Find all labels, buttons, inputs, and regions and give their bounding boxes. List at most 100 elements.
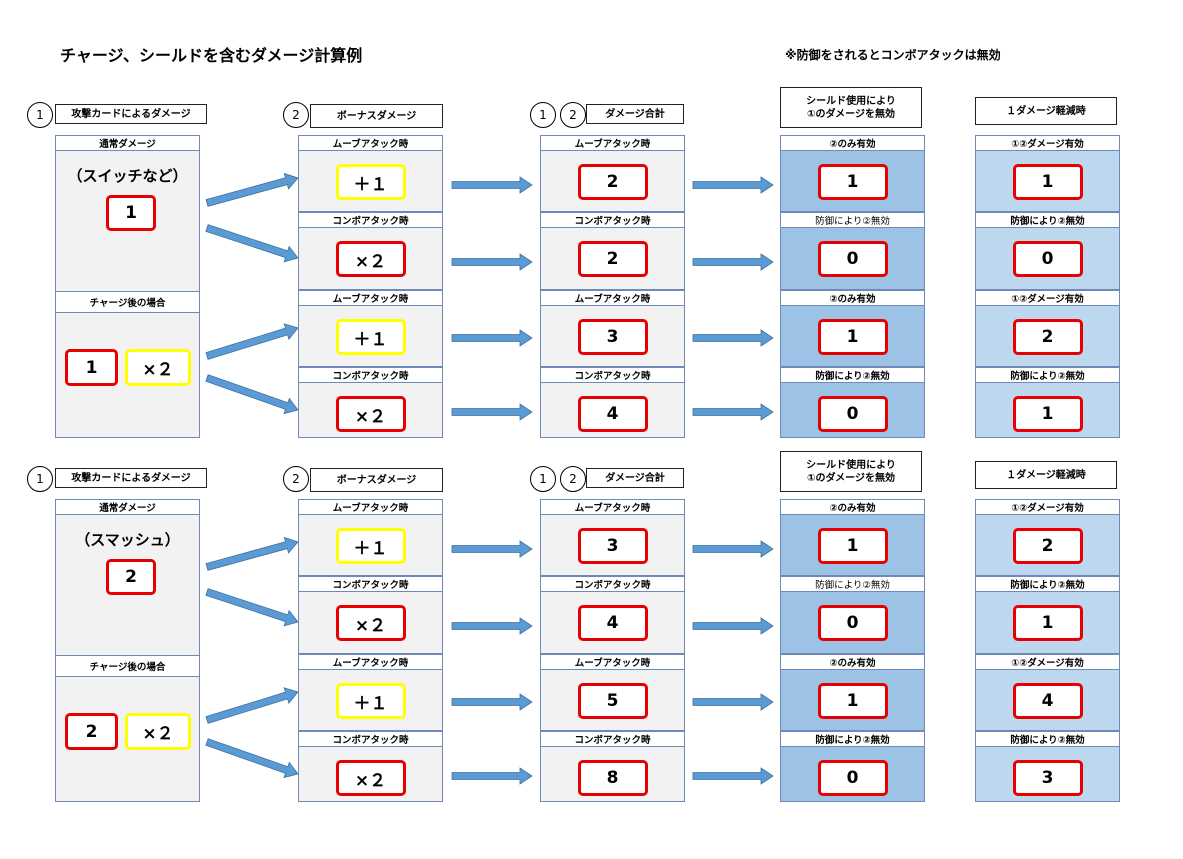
flow-arrow — [692, 617, 774, 635]
circle-number: 2 — [283, 102, 309, 128]
card-type-text: （スイッチなど） — [67, 167, 188, 185]
reduce-header: １ダメージ軽減時 — [975, 97, 1117, 125]
total-row-label: コンボアタック時 — [540, 212, 685, 228]
flow-arrow — [205, 323, 299, 360]
shield-row-value: 0 — [817, 605, 888, 641]
normal-damage-label: 通常ダメージ — [55, 499, 200, 515]
flow-arrow — [451, 253, 533, 271]
shield-row-value: 0 — [817, 241, 888, 277]
normal-damage-value: 1 — [106, 195, 156, 231]
reduce-row-label: ①②ダメージ有効 — [975, 654, 1120, 670]
bonus-row-label: ムーブアタック時 — [298, 290, 443, 306]
flow-arrow — [692, 540, 774, 558]
flow-arrow — [205, 588, 299, 627]
circle-number: 1 — [27, 466, 53, 492]
flow-arrow — [692, 693, 774, 711]
shield-row-value: 1 — [817, 319, 888, 355]
reduce-row-value: 2 — [1012, 528, 1083, 564]
shield-row-value: 1 — [817, 164, 888, 200]
charge-multiplier: ×２ — [125, 713, 191, 750]
normal-damage-label: 通常ダメージ — [55, 135, 200, 151]
bonus-row-value: ＋１ — [335, 683, 406, 719]
shield-row-value: 1 — [817, 683, 888, 719]
reduce-row-value: 1 — [1012, 164, 1083, 200]
attack-panel — [55, 499, 200, 802]
shield-header-line2: ①のダメージを無効 — [807, 472, 895, 484]
bonus-damage-header: ボーナスダメージ — [310, 468, 443, 492]
attack-card-header: 攻撃カードによるダメージ — [55, 104, 207, 124]
shield-row-label: ②のみ有効 — [780, 290, 925, 306]
flow-arrow — [205, 374, 299, 415]
total-row-value: 3 — [577, 528, 648, 564]
reduce-row-label: ①②ダメージ有効 — [975, 499, 1120, 515]
charge-multiplier: ×２ — [125, 349, 191, 386]
bonus-row-label: コンボアタック時 — [298, 576, 443, 592]
charge-label: チャージ後の場合 — [55, 291, 200, 313]
bonus-row-value: ×２ — [335, 605, 406, 641]
attack-card-header: 攻撃カードによるダメージ — [55, 468, 207, 488]
flow-arrow — [692, 403, 774, 421]
bonus-row-label: ムーブアタック時 — [298, 135, 443, 151]
total-damage-header: ダメージ合計 — [586, 468, 684, 488]
bonus-row-value: ×２ — [335, 241, 406, 277]
bonus-row-label: コンボアタック時 — [298, 731, 443, 747]
bonus-row-value: ×２ — [335, 760, 406, 796]
reduce-row-label: ①②ダメージ有効 — [975, 135, 1120, 151]
flow-arrow — [205, 687, 299, 724]
charge-label: チャージ後の場合 — [55, 655, 200, 677]
bonus-row-label: コンボアタック時 — [298, 212, 443, 228]
reduce-row-label: 防御により②無効 — [975, 576, 1120, 592]
shield-row-label: 防御により②無効 — [780, 212, 925, 228]
bonus-row-value: ＋１ — [335, 164, 406, 200]
circle-number: 1 — [530, 466, 556, 492]
total-row-label: コンボアタック時 — [540, 367, 685, 383]
flow-arrow — [451, 403, 533, 421]
reduce-row-value: 1 — [1012, 396, 1083, 432]
flow-arrow — [205, 224, 299, 263]
shield-row-label: ②のみ有効 — [780, 135, 925, 151]
reduce-row-value: 3 — [1012, 760, 1083, 796]
bonus-damage-header: ボーナスダメージ — [310, 104, 443, 128]
shield-header-line1: シールド使用により — [806, 459, 896, 471]
flow-arrow — [692, 176, 774, 194]
shield-row-label: 防御により②無効 — [780, 367, 925, 383]
circle-number: 2 — [560, 466, 586, 492]
total-row-value: 2 — [577, 164, 648, 200]
shield-row-value: 0 — [817, 760, 888, 796]
reduce-row-label: 防御により②無効 — [975, 731, 1120, 747]
attack-panel — [55, 135, 200, 438]
reduce-header: １ダメージ軽減時 — [975, 461, 1117, 489]
total-damage-header: ダメージ合計 — [586, 104, 684, 124]
page-title: チャージ、シールドを含むダメージ計算例 — [60, 46, 363, 65]
bonus-row-value: ＋１ — [335, 319, 406, 355]
shield-row-label: 防御により②無効 — [780, 576, 925, 592]
flow-arrow — [451, 176, 533, 194]
bonus-row-value: ＋１ — [335, 528, 406, 564]
shield-header-line1: シールド使用により — [806, 95, 896, 107]
flow-arrow — [692, 253, 774, 271]
reduce-row-value: 1 — [1012, 605, 1083, 641]
flow-arrow — [451, 693, 533, 711]
flow-arrow — [451, 329, 533, 347]
shield-header-line2: ①のダメージを無効 — [807, 108, 895, 120]
total-row-label: ムーブアタック時 — [540, 135, 685, 151]
bonus-row-value: ×２ — [335, 396, 406, 432]
reduce-row-value: 0 — [1012, 241, 1083, 277]
page-note: ※防御をされるとコンボアタックは無効 — [785, 48, 1001, 62]
reduce-row-value: 4 — [1012, 683, 1083, 719]
total-row-value: 4 — [577, 605, 648, 641]
flow-arrow — [451, 540, 533, 558]
shield-row-label: 防御により②無効 — [780, 731, 925, 747]
flow-arrow — [692, 329, 774, 347]
flow-arrow — [692, 767, 774, 785]
bonus-row-label: ムーブアタック時 — [298, 499, 443, 515]
reduce-row-label: 防御により②無効 — [975, 212, 1120, 228]
normal-damage-value: 2 — [106, 559, 156, 595]
total-row-label: ムーブアタック時 — [540, 654, 685, 670]
flow-arrow — [451, 767, 533, 785]
flow-arrow — [205, 536, 299, 571]
total-row-label: ムーブアタック時 — [540, 290, 685, 306]
total-row-value: 3 — [577, 319, 648, 355]
